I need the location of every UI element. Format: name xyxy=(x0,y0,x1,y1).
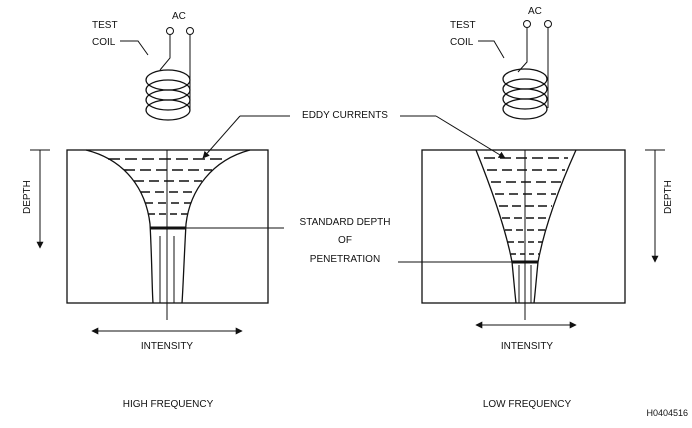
intensity-label: INTENSITY xyxy=(501,341,554,352)
test-coil-label-line1: TEST xyxy=(92,20,118,31)
eddy-leader-left xyxy=(202,115,241,159)
panel-caption: HIGH FREQUENCY xyxy=(123,399,214,410)
eddy-current-dashes xyxy=(108,158,226,215)
depth-label: DEPTH xyxy=(663,180,674,214)
eddy-profile-right-edge xyxy=(533,149,577,304)
ac-terminal-left xyxy=(166,27,174,35)
eddy-leader-right xyxy=(435,115,506,159)
shared-callouts: EDDY CURRENTS STANDARD DEPTH OF PENETRAT… xyxy=(186,110,512,265)
panel-high-frequency: TEST COIL AC DEPTH xyxy=(22,11,269,410)
eddy-current-dashes xyxy=(484,157,568,255)
ac-terminal-left xyxy=(523,20,531,28)
test-coil-leader xyxy=(478,40,505,59)
ac-label: AC xyxy=(172,11,186,22)
eddy-profile-right-edge xyxy=(181,149,251,304)
test-coil xyxy=(145,69,191,121)
ac-label: AC xyxy=(528,6,542,17)
eddy-profile-left-edge xyxy=(475,149,517,304)
test-coil-leader xyxy=(120,40,149,56)
depth-label: DEPTH xyxy=(22,180,33,214)
intensity-label: INTENSITY xyxy=(141,341,194,352)
standard-depth-label-line1: STANDARD DEPTH xyxy=(300,217,391,228)
eddy-profile-left-edge xyxy=(85,149,154,304)
test-coil xyxy=(502,68,548,120)
test-coil-label-line2: COIL xyxy=(450,37,474,48)
panel-caption: LOW FREQUENCY xyxy=(483,399,572,410)
coil-lead-left xyxy=(159,35,171,71)
standard-depth-label-line3: PENETRATION xyxy=(310,254,380,265)
test-coil-label-line2: COIL xyxy=(92,37,116,48)
eddy-currents-label: EDDY CURRENTS xyxy=(302,110,388,121)
test-piece xyxy=(421,149,626,304)
ac-terminal-right xyxy=(186,27,194,35)
ac-terminal-right xyxy=(544,20,552,28)
panel-low-frequency: TEST COIL AC xyxy=(421,6,674,410)
standard-depth-label-line2: OF xyxy=(338,235,352,246)
test-coil-label-line1: TEST xyxy=(450,20,476,31)
coil-lead-left xyxy=(517,28,528,73)
figure-code: H0404516 xyxy=(646,408,688,418)
